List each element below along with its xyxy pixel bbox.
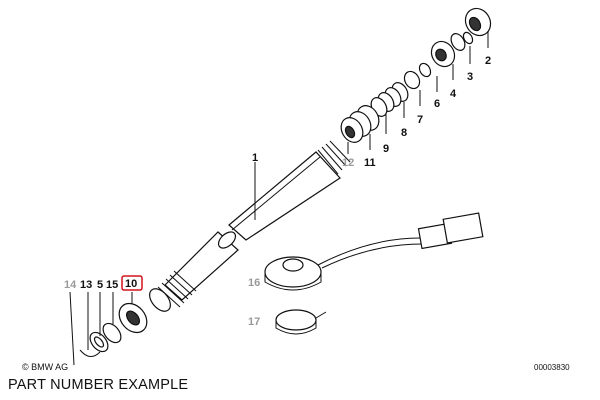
label-1: 1 [252,152,258,164]
label-2: 2 [485,55,491,67]
part-9-11-housing [340,105,380,143]
label-4: 4 [450,88,457,100]
diagram-code: 00003830 [534,363,570,372]
label-10-highlight[interactable]: 10 [121,275,143,291]
label-6: 6 [434,98,440,110]
copyright-text: © BMW AG [22,362,68,372]
part-13-clip [79,349,101,357]
part-2-cap [464,7,492,37]
leader-lines [69,32,489,366]
part-8-spring [370,82,409,117]
steering-shaft [149,140,351,312]
part-10-bearing [118,302,148,334]
label-7: 7 [417,114,423,126]
label-17: 17 [248,316,260,328]
label-15: 15 [106,279,118,291]
part-4-bearing [430,40,456,68]
part-15-ring [102,322,122,344]
label-8: 8 [401,127,407,139]
label-5: 5 [97,279,103,291]
part-5-ring [89,331,109,353]
part-3-ring [450,31,474,51]
part-6-washer [403,62,432,90]
label-16: 16 [248,277,260,289]
label-14: 14 [64,279,77,291]
part-17-cover [275,309,327,335]
part-16-contact-ring [264,212,484,291]
caption: PART NUMBER EXAMPLE [8,377,189,393]
label-12: 12 [342,157,354,169]
label-10: 10 [125,278,137,290]
label-13: 13 [80,279,92,291]
label-3: 3 [467,71,473,83]
label-9: 9 [383,143,389,155]
label-11: 11 [364,157,376,169]
